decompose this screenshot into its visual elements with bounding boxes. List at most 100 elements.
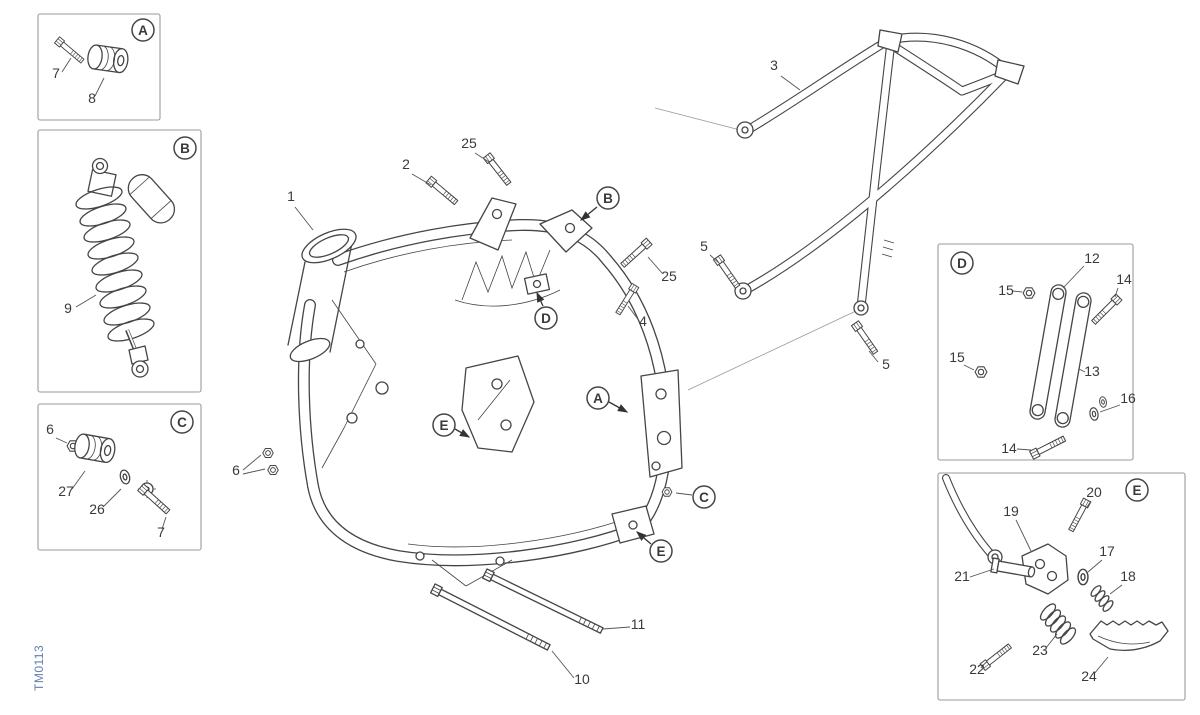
leader-d12 [1062, 265, 1085, 289]
part-label-7: 7 [52, 65, 60, 81]
subframe-drawing [734, 29, 1025, 316]
bolt-part-20-drawing [1066, 497, 1092, 533]
leader-d15-top [1012, 290, 1023, 293]
leader-b9 [75, 294, 97, 308]
leader-m25-right [647, 256, 663, 274]
leader-e18 [1109, 584, 1123, 595]
washer-part-16b-drawing [1098, 395, 1108, 409]
detail-box-c: C 6 27 26 7 [37, 403, 202, 551]
leader-d14-top [1114, 287, 1119, 298]
leader-a7 [61, 57, 72, 73]
washer-part-17-drawing [1077, 568, 1089, 586]
bolt-part-5-right-drawing [850, 320, 880, 356]
svg-text:C: C [699, 490, 709, 505]
leader-e24 [1093, 656, 1109, 675]
link-plate-13-drawing [1054, 292, 1092, 428]
part-label-12: 12 [1084, 250, 1100, 266]
nut-part-6b-drawing [267, 464, 279, 476]
detail-box-a-border [37, 13, 161, 121]
detail-box-e-border [937, 472, 1186, 701]
drawing-code: TM0113 [32, 645, 46, 691]
leader-m3 [780, 75, 801, 91]
leader-m5-left [709, 254, 720, 264]
part-label-18: 18 [1120, 568, 1136, 584]
leader-d13 [1078, 368, 1086, 373]
part-label-17: 17 [1099, 543, 1115, 559]
part-label-15-left: 15 [949, 349, 965, 365]
svg-text:D: D [541, 311, 551, 326]
svg-text:E: E [439, 418, 448, 433]
shock-absorber-drawing [75, 157, 176, 378]
ref-circle-main-d: D [534, 291, 558, 330]
roller-part-8-drawing [85, 43, 130, 75]
roller-part-27-drawing [72, 432, 118, 465]
part-label-3: 3 [770, 57, 778, 73]
part-label-26: 26 [89, 501, 105, 517]
svg-text:E: E [656, 544, 665, 559]
ref-circle-box-b: B [173, 136, 197, 160]
ref-circle-main-e1: E [432, 413, 471, 438]
part-label-14-top: 14 [1116, 271, 1132, 287]
part-label-19: 19 [1003, 503, 1019, 519]
part-label-25-right: 25 [661, 268, 677, 284]
part-label-6-main: 6 [232, 462, 240, 478]
leader-e19 [1015, 519, 1032, 552]
part-label-2: 2 [402, 156, 410, 172]
part-label-8: 8 [88, 90, 96, 106]
bolt-part-25-right-drawing [619, 237, 653, 270]
leader-m5-right [868, 350, 879, 363]
detail-box-d-border [937, 243, 1134, 461]
leader-d16 [1099, 404, 1121, 413]
ref-circle-main-b: B [579, 186, 620, 221]
leader-e20 [1086, 500, 1092, 508]
bolt-part-7c-drawing [137, 483, 172, 516]
leader-m2 [411, 173, 432, 186]
part-label-23: 23 [1032, 642, 1048, 658]
leader-c6 [55, 437, 68, 444]
leader-e17 [1087, 559, 1103, 573]
ref-circle-box-a: A [131, 18, 155, 42]
part-label-6: 6 [46, 421, 54, 437]
detail-box-e: E [937, 472, 1186, 701]
bolt-part-2-drawing [425, 175, 460, 207]
part-label-10: 10 [574, 671, 590, 687]
part-label-4: 4 [639, 313, 647, 329]
svg-text:D: D [957, 256, 967, 271]
part-label-27: 27 [58, 483, 74, 499]
bolt-part-14-top-drawing [1090, 293, 1123, 326]
svg-text:B: B [180, 141, 190, 156]
part-label-5-right: 5 [882, 356, 890, 372]
leader-e22 [980, 660, 988, 669]
leader-c26 [102, 488, 122, 508]
part-label-5-left: 5 [700, 238, 708, 254]
pin-part-21-drawing [990, 557, 1036, 578]
nut-part-15-left-drawing [974, 366, 988, 378]
spring-part-23-drawing [1039, 603, 1077, 645]
part-label-24: 24 [1081, 668, 1097, 684]
part-label-25-top: 25 [461, 135, 477, 151]
footpeg-bracket-19-drawing [1021, 543, 1069, 595]
detail-box-b: B 9 [37, 129, 202, 393]
phantom-line-lower [687, 309, 859, 391]
leader-e21 [969, 568, 995, 578]
leader-d15-left [963, 364, 975, 371]
svg-text:E: E [1132, 483, 1141, 498]
part-label-14-bottom: 14 [1001, 440, 1017, 456]
part-label-7c: 7 [157, 524, 165, 540]
part-label-13: 13 [1084, 363, 1100, 379]
detail-box-d: D 15 12 14 15 13 16 14 [937, 243, 1136, 461]
footpeg-part-24-drawing [1089, 620, 1169, 652]
detail-box-c-border [37, 403, 202, 551]
ref-circle-main-a: A [586, 386, 629, 413]
leader-m10 [551, 650, 575, 679]
svg-text:A: A [138, 23, 148, 38]
ref-circle-box-e: E [1125, 478, 1149, 502]
washer-part-26-drawing [118, 468, 132, 486]
ref-circle-main-c: C [675, 485, 716, 509]
spring-part-18-drawing [1090, 585, 1114, 612]
ref-circle-box-d: D [950, 251, 974, 275]
bolt-part-5-left-drawing [712, 254, 742, 290]
leader-m1 [294, 206, 314, 231]
leader-m6 [242, 454, 266, 475]
